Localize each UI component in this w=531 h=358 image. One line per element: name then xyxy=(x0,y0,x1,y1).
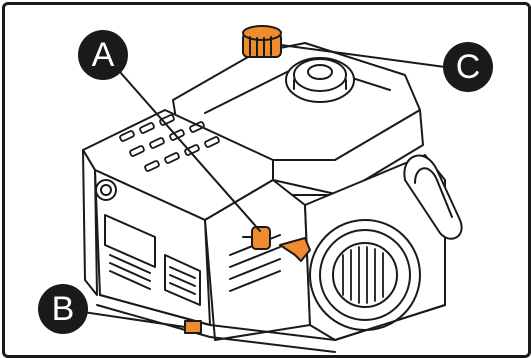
drain-plug-icon xyxy=(184,320,202,334)
callout-a: A xyxy=(78,30,128,80)
callout-c: C xyxy=(443,42,493,92)
engine-illustration xyxy=(62,25,463,353)
callout-b: B xyxy=(38,284,88,334)
choke-lever-icon xyxy=(279,237,311,262)
fuel-valve-icon xyxy=(251,226,271,250)
fuel-cap-icon xyxy=(242,25,282,58)
